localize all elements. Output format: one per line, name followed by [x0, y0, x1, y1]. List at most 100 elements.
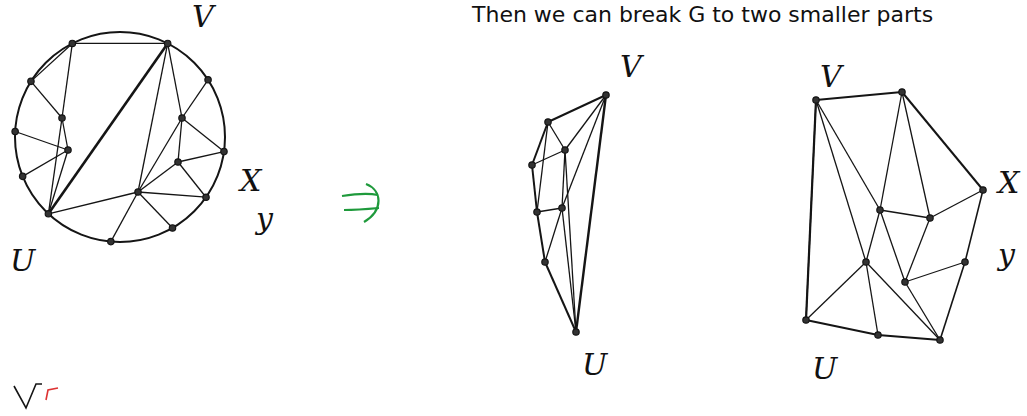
graph-edge — [562, 150, 565, 208]
graph-edge — [905, 262, 965, 282]
graph-vertex — [135, 189, 141, 195]
graph-vertex — [164, 40, 170, 46]
graph-edge — [548, 122, 565, 150]
graph-vertex — [59, 115, 65, 121]
graph-edge — [816, 100, 866, 262]
heading-text: Then we can break G to two smaller parts — [472, 4, 933, 26]
graph-edge — [806, 100, 816, 320]
graph-edge — [866, 210, 880, 262]
graph-edge — [48, 192, 138, 214]
graph-vertex — [28, 78, 34, 84]
vertex-label: U — [10, 246, 35, 276]
graph-vertex — [899, 89, 905, 95]
graph-edge — [816, 92, 902, 100]
graph-edge — [138, 118, 182, 192]
graph-edge — [930, 190, 983, 218]
vertex-label: U — [812, 354, 837, 384]
graph-edge — [31, 81, 62, 118]
graph-edge — [111, 192, 138, 242]
graph-edge — [15, 132, 68, 150]
graph-vertex — [65, 147, 71, 153]
graph-edge — [880, 210, 930, 218]
graph-vertex — [927, 215, 933, 221]
graph-edge — [138, 192, 173, 228]
graph-vertex — [573, 329, 579, 335]
graph-edge — [965, 190, 983, 262]
graph-vertex — [221, 148, 227, 154]
graph-edge — [545, 208, 562, 262]
graph-vertex — [203, 194, 209, 200]
graph-vertex — [559, 205, 565, 211]
graph-vertex — [545, 119, 551, 125]
graph-edge — [72, 43, 167, 44]
graph-vertex — [813, 97, 819, 103]
graph-edge — [138, 43, 168, 192]
left-graph — [12, 40, 227, 245]
graph-edge — [905, 218, 930, 282]
right-graph — [803, 89, 986, 343]
vertex-label: X — [998, 168, 1019, 198]
graph-vertex — [542, 259, 548, 265]
graph-edge — [62, 118, 68, 150]
graph-edge — [182, 118, 224, 152]
graph-edge — [168, 43, 182, 118]
graph-edge — [537, 212, 545, 262]
check-mark — [14, 384, 58, 408]
graph-edge — [532, 165, 537, 212]
graph-edge — [138, 162, 178, 192]
graph-edge — [880, 210, 905, 282]
graph-vertex — [175, 159, 181, 165]
graph-vertex — [205, 77, 211, 83]
graph-edge — [23, 150, 68, 176]
graph-vertex — [19, 173, 25, 179]
graph-vertex — [562, 147, 568, 153]
middle-graph — [529, 92, 609, 335]
graph-edge — [537, 122, 548, 212]
graph-edge — [562, 95, 606, 208]
vertex-label: V — [820, 62, 842, 92]
graph-edge — [806, 320, 878, 335]
graph-vertex — [902, 279, 908, 285]
graph-edge — [182, 80, 208, 118]
graph-edge — [48, 43, 167, 213]
graph-edge — [940, 262, 965, 340]
graph-vertex — [962, 259, 968, 265]
vertex-label: y — [256, 204, 273, 234]
graph-edge — [178, 118, 182, 162]
vertex-label: y — [998, 240, 1015, 270]
implies-arrow — [342, 184, 379, 222]
graph-vertex — [937, 337, 943, 343]
graph-edge — [905, 282, 940, 340]
vertex-label: U — [582, 350, 607, 380]
graph-vertex — [534, 209, 540, 215]
graph-edge — [565, 95, 606, 150]
graph-edge — [138, 192, 206, 197]
vertex-label: V — [620, 52, 642, 82]
graph-vertex — [108, 238, 114, 244]
graph-edge — [902, 92, 930, 218]
graph-edge — [545, 262, 576, 332]
graph-edge — [806, 262, 866, 320]
graph-edge — [178, 162, 206, 197]
graph-edge — [576, 95, 606, 332]
graph-vertex — [875, 332, 881, 338]
graph-vertex — [12, 128, 18, 134]
graph-edge — [532, 150, 565, 165]
vertex-label: X — [240, 166, 261, 196]
graph-edge — [878, 335, 940, 340]
graph-edge — [48, 118, 62, 214]
graph-vertex — [529, 162, 535, 168]
graph-edge — [880, 92, 902, 210]
graph-vertex — [863, 259, 869, 265]
outer-cycle — [15, 32, 225, 242]
vertex-label: V — [192, 2, 214, 32]
graph-vertex — [877, 207, 883, 213]
graph-vertex — [169, 225, 175, 231]
graph-vertex — [980, 187, 986, 193]
graph-edge — [62, 43, 72, 118]
graph-edge — [816, 100, 880, 210]
graph-vertex — [803, 317, 809, 323]
graph-edge — [31, 43, 72, 81]
graph-edge — [178, 152, 224, 162]
